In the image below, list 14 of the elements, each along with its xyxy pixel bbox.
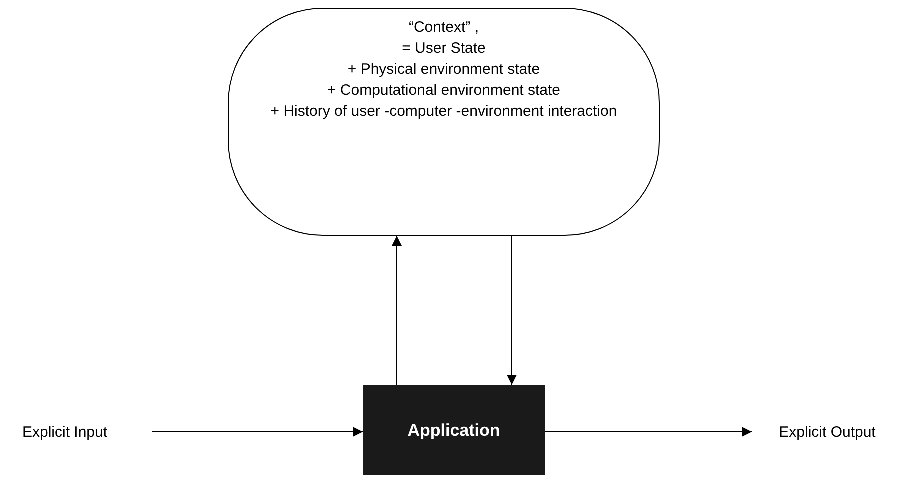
io-label: Explicit Input: [22, 422, 108, 442]
formula-line: + History of user -computer -environment interaction: [270, 102, 618, 122]
context-box: [228, 8, 660, 236]
formula-line: = User State: [402, 39, 486, 59]
arrow: [507, 236, 517, 386]
process-box: [363, 385, 545, 475]
formula-line: + Physical environment state: [348, 60, 540, 80]
io-label: Explicit Output: [779, 422, 876, 442]
process-label: Application: [408, 420, 500, 440]
arrow: [152, 427, 364, 437]
formula-line: + Computational environment state: [327, 81, 561, 101]
arrow: [392, 236, 402, 386]
formula-line: “Context” ,: [408, 18, 480, 38]
arrow: [544, 427, 752, 437]
